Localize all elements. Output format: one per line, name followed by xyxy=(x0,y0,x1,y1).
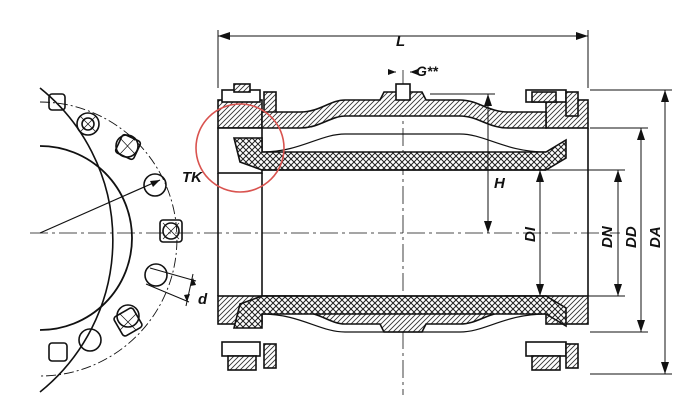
tk-radius-line xyxy=(39,179,161,234)
flange-outer-arc xyxy=(39,87,114,393)
housing-upper xyxy=(261,91,547,129)
label-TK: TK xyxy=(182,169,203,186)
label-DD: DD xyxy=(623,226,640,248)
flange-bore-arc xyxy=(39,145,133,331)
label-DN: DN xyxy=(599,225,616,248)
rubber-lining-lower xyxy=(232,295,567,329)
g-port xyxy=(395,83,411,101)
label-G: G** xyxy=(416,63,438,79)
dimensions xyxy=(217,30,672,375)
label-DA: DA xyxy=(647,226,664,248)
label-DI: DI xyxy=(522,226,539,242)
joint-section-view xyxy=(217,83,589,371)
label-d: d xyxy=(198,291,208,308)
label-H: H xyxy=(494,175,506,192)
label-L: L xyxy=(396,33,405,50)
flange-end-view xyxy=(39,87,197,393)
rubber-lining-upper xyxy=(232,137,567,171)
detail-highlight-circle xyxy=(195,103,285,193)
bolt-circle xyxy=(39,101,178,377)
